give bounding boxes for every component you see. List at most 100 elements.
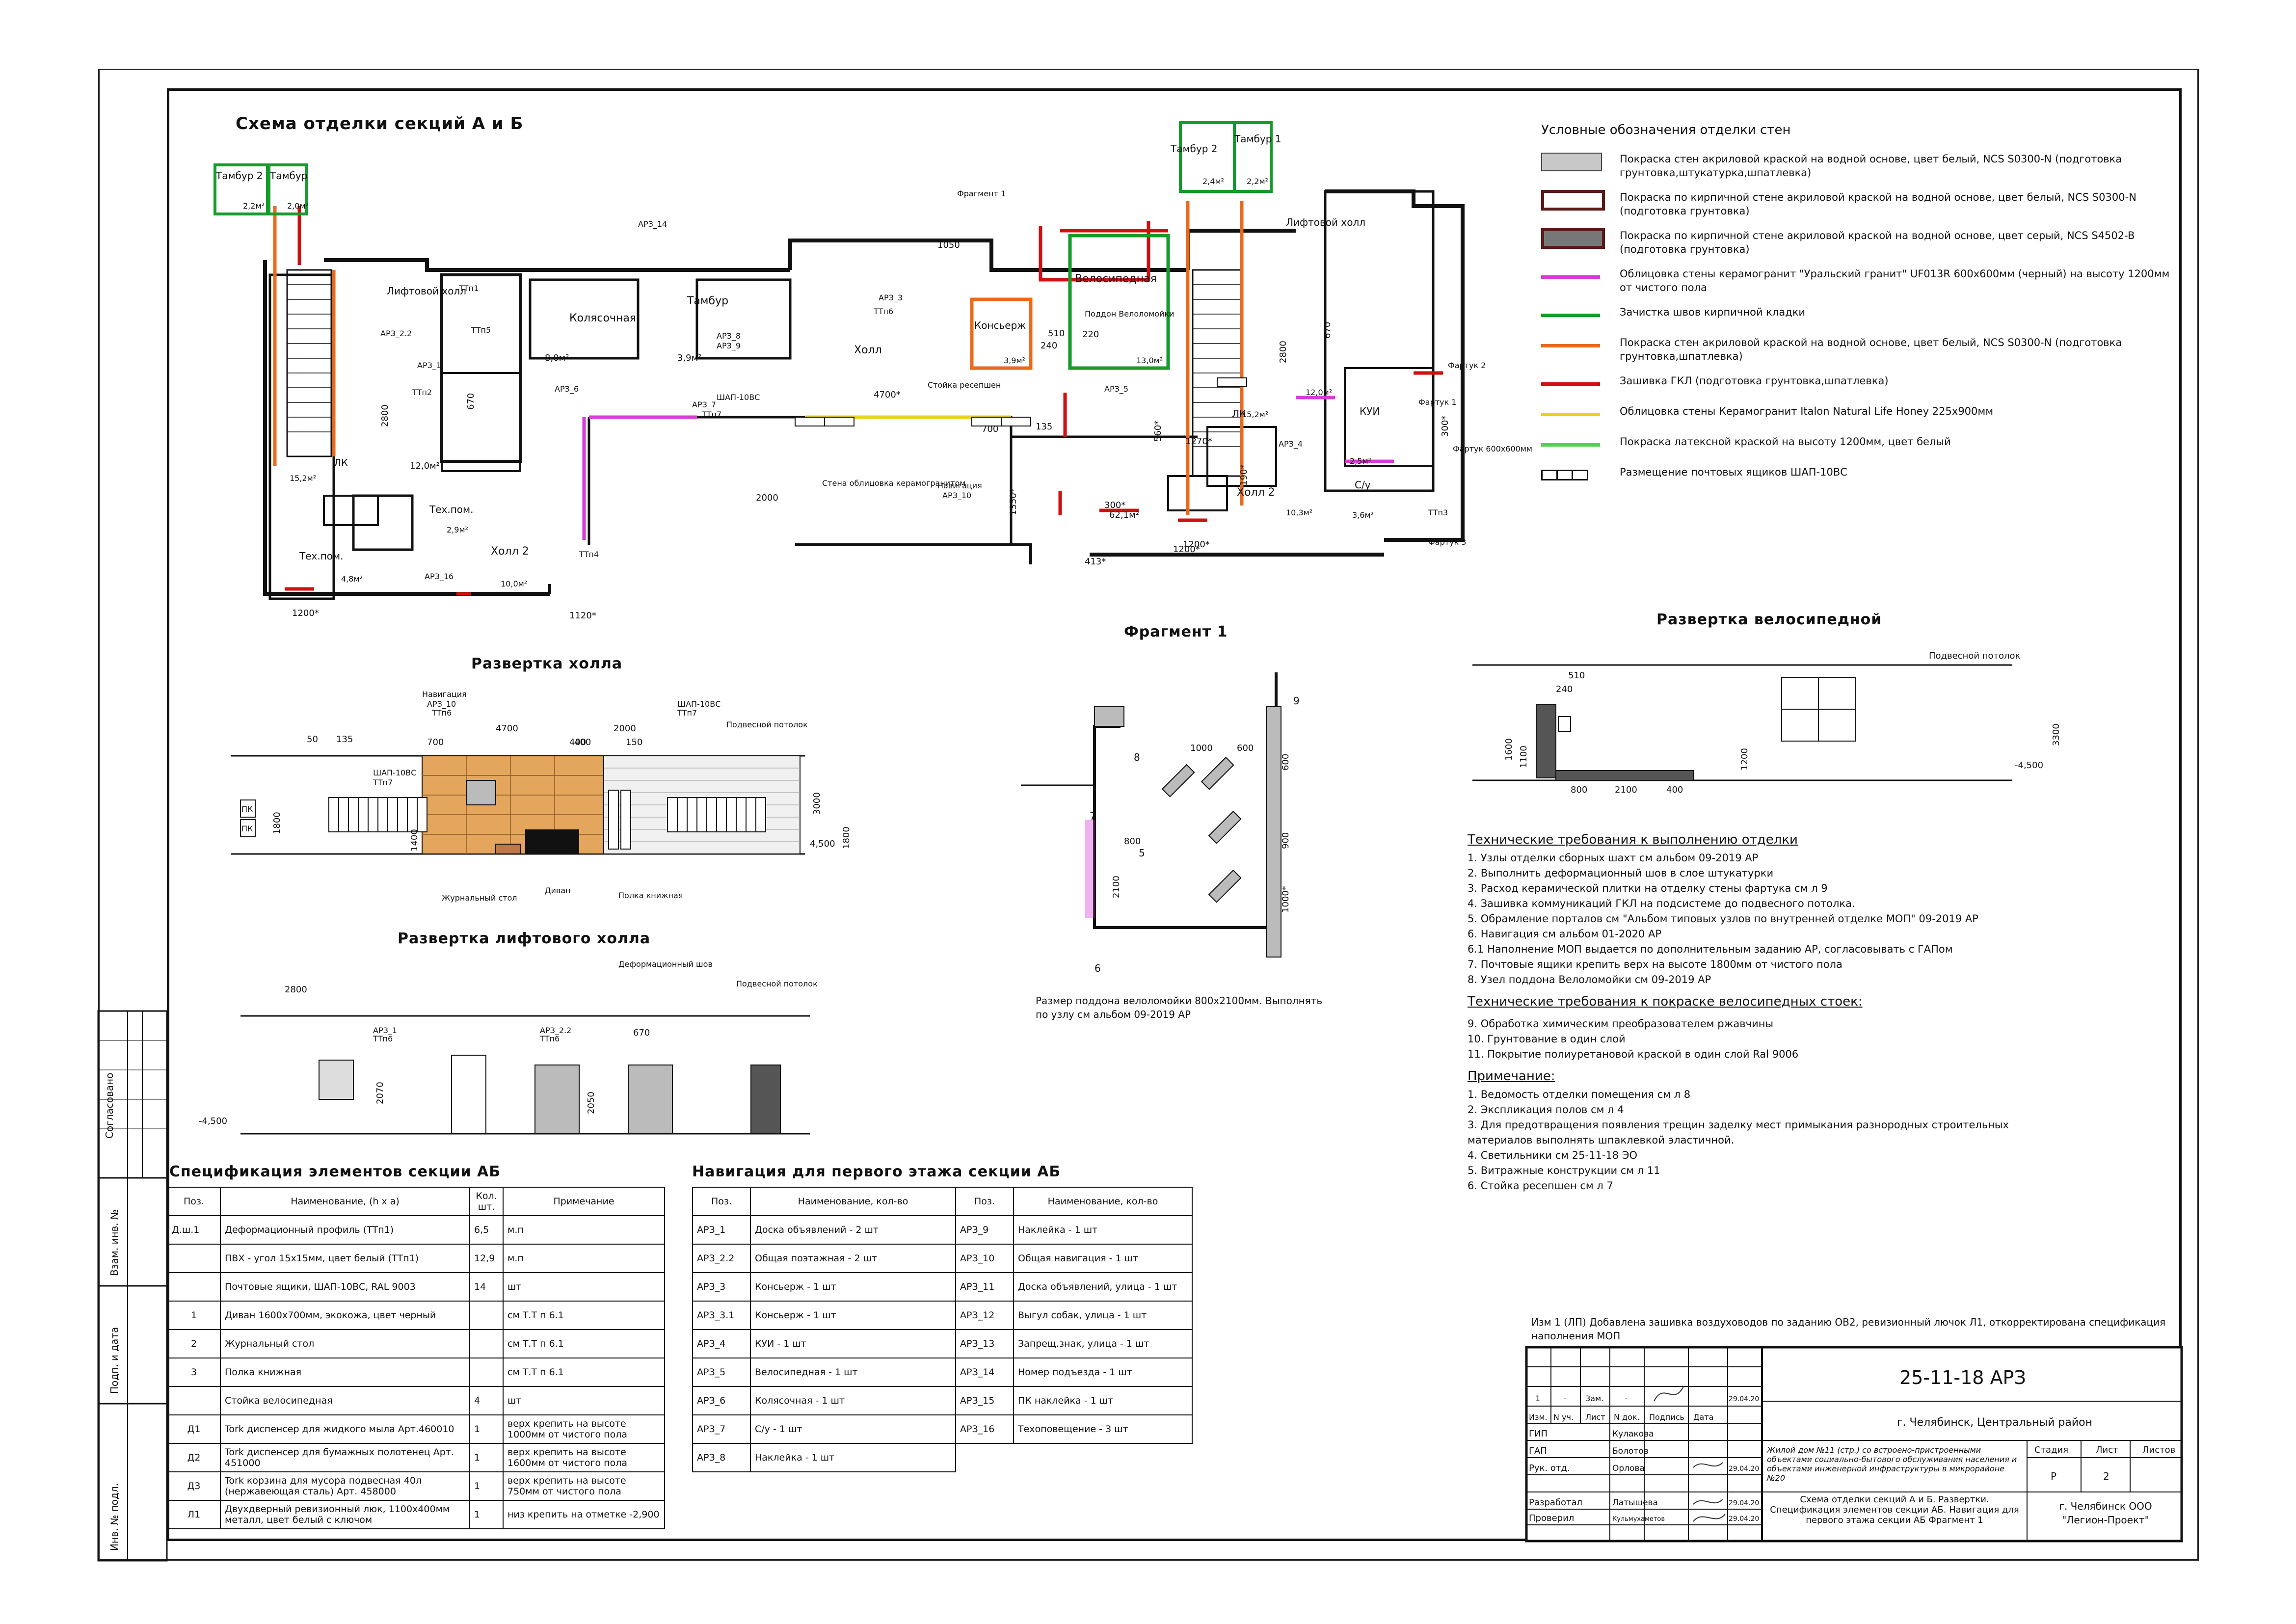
hall-label: ТТп6 (431, 708, 452, 718)
cell: ПВХ - угол 15х15мм, цвет белый (ТТп1) (220, 1244, 470, 1273)
tech-item: 8. Узел поддона Велоломойки см 09-2019 А… (1468, 974, 1711, 985)
stamp-rev: - (1563, 1394, 1566, 1403)
stamp-stage: Р (2051, 1470, 2056, 1482)
cell: Доска объявлений, улица - 1 шт (1013, 1272, 1193, 1302)
cell: АРЗ_2.2 (692, 1244, 751, 1273)
fragment-dim: 600 (1237, 743, 1254, 753)
cell: 3 (167, 1358, 221, 1387)
cell: Деформационный профиль (ТТп1) (220, 1215, 470, 1245)
signature-scribble (1693, 1499, 1723, 1505)
cell: шт (503, 1272, 665, 1302)
remark-item: 2. Экспликация полов см л 4 (1468, 1104, 1624, 1116)
hall-label: Подвесной потолок (726, 720, 808, 729)
cell: см Т.Т п 6.1 (503, 1301, 665, 1330)
cell: АРЗ_4 (692, 1329, 751, 1358)
room-label: Тамбур (687, 295, 728, 307)
plan-label: ТТп5 (471, 325, 491, 335)
hall-dim: 700 (427, 737, 444, 747)
room-area: 2,0м² (287, 201, 309, 211)
cell: АРЗ_10 (955, 1244, 1014, 1273)
tech-item: 6. Навигация см альбом 01-2020 АР (1468, 928, 1662, 940)
hall-label: Журнальный стол (442, 893, 517, 903)
room-area: 12,0м² (410, 461, 440, 471)
cell: АРЗ_1 (692, 1215, 751, 1245)
spec-table: Поз. Наименование, (h х a) Кол. шт. Прим… (167, 1187, 665, 1529)
room-label: Тамбур 1 (1234, 133, 1281, 145)
room-area: 12,0м² (1306, 388, 1332, 397)
cell: Полка книжная (220, 1358, 470, 1387)
stamp-object: Жилой дом №11 (стр.) со встроено-пристро… (1767, 1445, 2017, 1483)
plan-label: Фартук 2 (1448, 361, 1486, 370)
legend-item: Покраска по кирпичной стене акриловой кр… (1541, 228, 2179, 256)
stamp-sheet-name: Схема отделки секций А и Б. Развертки. С… (1770, 1494, 2019, 1525)
plan-label: АРЗ_4 (1279, 439, 1303, 449)
room-label: Колясочная (569, 312, 636, 324)
plan-label: АРЗ_10 (942, 491, 971, 501)
plan-label: АРЗ_2.2 (380, 329, 412, 339)
cell: Двухдверный ревизионный люк, 1100х400мм … (220, 1500, 470, 1529)
nav-header-row: Поз. Наименование, кол-во Поз. Наименова… (692, 1187, 1193, 1216)
bike-item: 11. Покрытие полиуретановой краской в од… (1468, 1048, 1799, 1060)
legend-text: Покраска латексной краской на высоту 120… (1620, 436, 1951, 448)
cell: Колясочная - 1 шт (750, 1386, 956, 1415)
side-cell-inv: Инв. № подл. (108, 1483, 120, 1551)
legend-swatch (1541, 228, 1605, 249)
stamp-org: г. Челябинск ООО "Легион-Проект" (2059, 1500, 2152, 1526)
signature-scribble (1693, 1462, 1723, 1468)
fragment-dim: 2100 (1111, 876, 1121, 898)
fragment-dim: 600 (1281, 754, 1291, 771)
plan-label: Навигация (937, 481, 982, 490)
bike-item: 10. Грунтование в один слой (1468, 1033, 1626, 1045)
plan-label: АРЗ_9 (717, 341, 741, 351)
bike-dim: 1600 (1504, 738, 1514, 761)
remark-title: Примечание: (1468, 1069, 1555, 1084)
room-label: Консьерж (974, 319, 1026, 331)
room-area: 3,9м² (1004, 356, 1025, 365)
plan-dim: 1200* (1183, 539, 1210, 550)
fragment-callout: 7 (1090, 810, 1096, 822)
cell: см Т.Т п 6.1 (503, 1329, 665, 1358)
hall-dim: 3000 (812, 792, 822, 815)
legend-swatch (1541, 435, 1605, 454)
nav-header: Наименование, кол-во (750, 1187, 956, 1216)
legend-text: Покраска по кирпичной стене акриловой кр… (1620, 230, 2135, 255)
hall-dim: 2000 (614, 723, 636, 734)
stamp-rev: 1 (1535, 1394, 1540, 1403)
stamp-stage-head: Лист (2096, 1445, 2118, 1455)
plan-label: Стена облицовка керамогранитом (822, 479, 965, 488)
cell: Консьерж - 1 шт (750, 1301, 956, 1330)
hall-label: АРЗ_10 (427, 699, 456, 709)
lift-label: АРЗ_2.2 (540, 1026, 571, 1036)
room-area: 3,6м² (1352, 510, 1374, 520)
hall-dim: 400 (569, 737, 586, 747)
fragment-callout: 6 (1095, 962, 1101, 974)
hall-dim: 400 (574, 737, 591, 747)
fragment-note: Размер поддона велоломойки 800х2100мм. В… (1036, 995, 1323, 1020)
plan-label: ТТп1 (458, 284, 479, 293)
cell: Доска объявлений - 2 шт (750, 1215, 956, 1245)
cell: КУИ - 1 шт (750, 1329, 956, 1358)
cell: Tork корзина для мусора подвесная 40л (н… (220, 1471, 470, 1501)
lift-hall-unfold-title: Развертка лифтового холла (398, 930, 651, 947)
room-label: ЛК (1232, 408, 1246, 420)
sheet-inner-frame (167, 88, 2182, 1541)
cell: АРЗ_8 (692, 1443, 751, 1472)
cell: Общая навигация - 1 шт (1013, 1244, 1193, 1273)
cell: шт (503, 1386, 665, 1415)
stamp-head: Дата (1693, 1412, 1713, 1422)
plan-dim: 190* (1239, 465, 1249, 486)
hall-label: ПК (241, 824, 253, 833)
nav-header: Поз. (955, 1187, 1014, 1216)
cell: 12,9 (469, 1244, 504, 1273)
hall-label: ТТп7 (677, 708, 697, 718)
room-label: Тамбур 2 (215, 170, 263, 182)
hall-dim: 150 (626, 737, 642, 747)
fragment-dim: 1000* (1281, 886, 1291, 913)
fragment-1: 1000 600 600 900 1000* 800 2100 5 6 7 8 … (1021, 672, 1300, 974)
cell: 1 (469, 1443, 504, 1472)
lift-dim: 670 (633, 1028, 650, 1038)
table-row: ПВХ - угол 15х15мм, цвет белый (ТТп1)12,… (167, 1244, 665, 1273)
